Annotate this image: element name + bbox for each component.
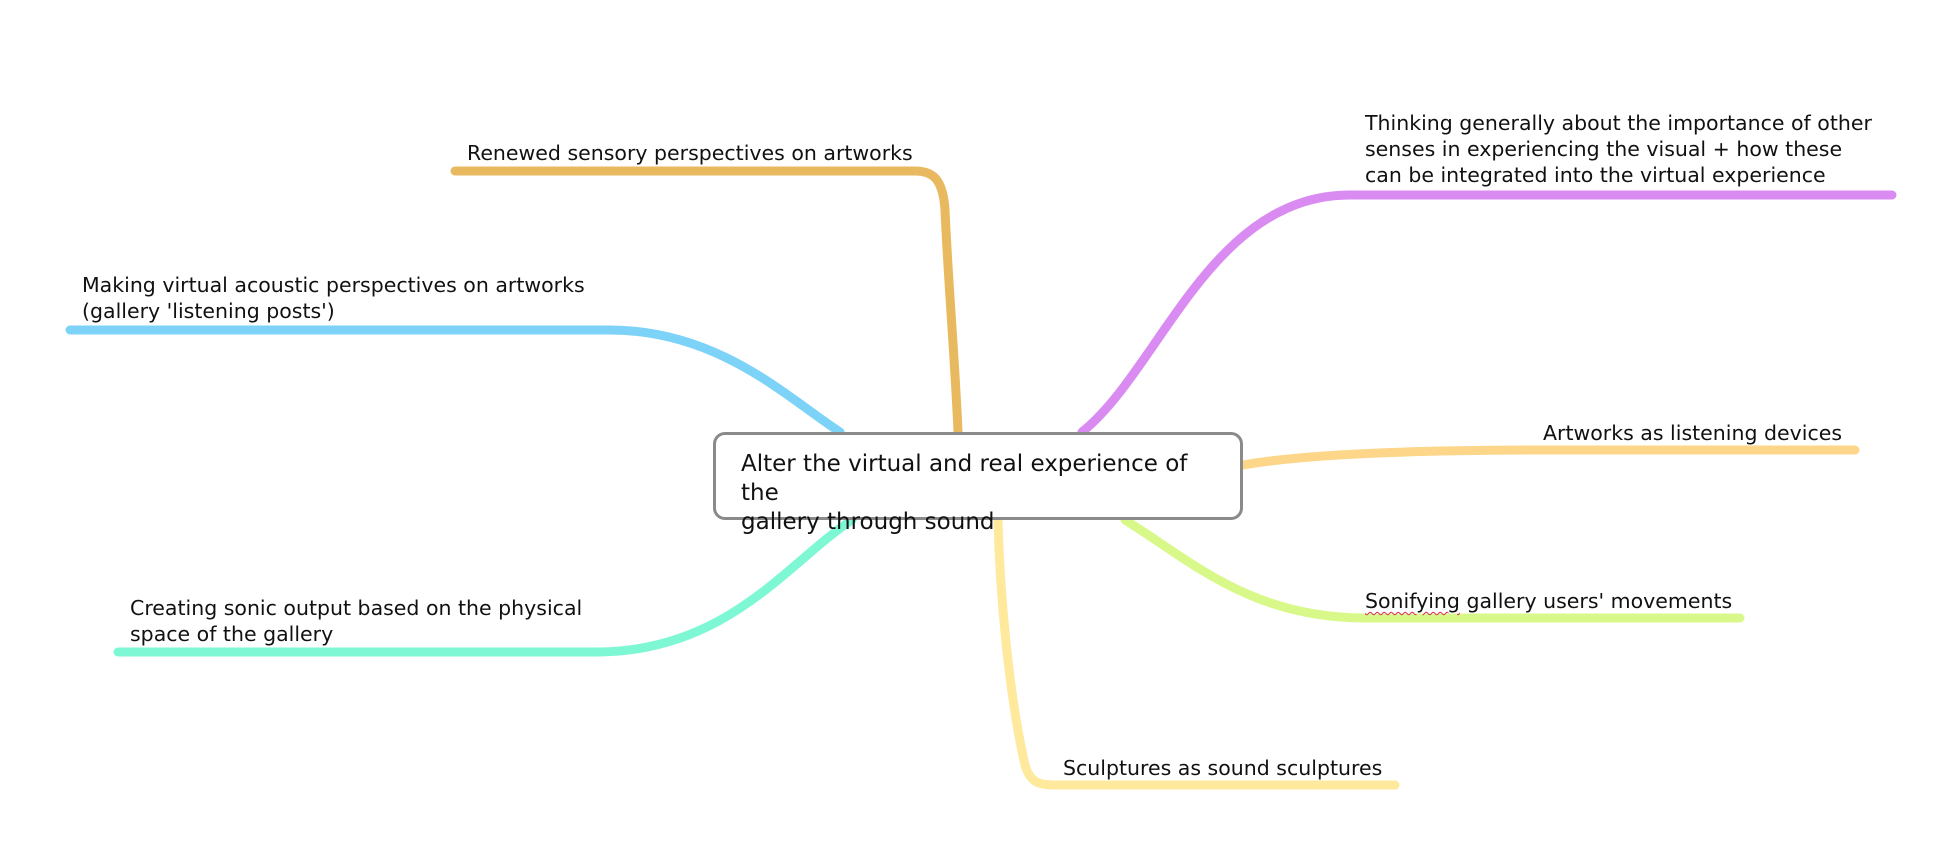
topic-line: Creating sonic output based on the physi… <box>130 596 583 620</box>
branch-creating-sonic <box>113 515 857 657</box>
branch-sculptures <box>993 515 1400 790</box>
topic-line: Thinking generally about the importance … <box>1365 111 1872 135</box>
topic-line: can be integrated into the virtual exper… <box>1365 163 1826 187</box>
topic-sonifying[interactable]: Sonifying gallery users' movements <box>1365 588 1732 614</box>
topic-line: Sculptures as sound sculptures <box>1063 756 1383 780</box>
central-topic-line-2: gallery through sound <box>741 509 995 535</box>
topic-line: Making virtual acoustic perspectives on … <box>82 273 585 297</box>
branch-sonifying <box>1120 515 1745 623</box>
branch-virtual-acoustic <box>65 325 845 437</box>
topic-line: senses in experiencing the visual + how … <box>1365 137 1843 161</box>
topic-artworks-listening[interactable]: Artworks as listening devices <box>1543 420 1842 446</box>
topic-line: Renewed sensory perspectives on artworks <box>467 141 913 165</box>
branch-renewed-sensory <box>450 166 963 437</box>
topic-virtual-acoustic[interactable]: Making virtual acoustic perspectives on … <box>82 272 585 324</box>
topic-line: Artworks as listening devices <box>1543 421 1843 445</box>
topic-line: (gallery 'listening posts') <box>82 299 335 323</box>
topic-creating-sonic[interactable]: Creating sonic output based on the physi… <box>130 595 582 647</box>
topic-line-rest: gallery users' movements <box>1459 589 1733 613</box>
topic-renewed-sensory[interactable]: Renewed sensory perspectives on artworks <box>467 140 913 166</box>
topic-sculptures[interactable]: Sculptures as sound sculptures <box>1063 755 1382 781</box>
topic-thinking-generally[interactable]: Thinking generally about the importance … <box>1365 110 1872 188</box>
misspelled-word: Sonifying <box>1365 589 1460 613</box>
branch-thinking-generally <box>1077 190 1897 437</box>
branch-artworks-listening <box>1238 445 1860 470</box>
central-topic-line-1: Alter the virtual and real experience of… <box>741 451 1188 506</box>
central-topic-node[interactable]: Alter the virtual and real experience of… <box>713 432 1243 535</box>
topic-line: space of the gallery <box>130 622 334 646</box>
